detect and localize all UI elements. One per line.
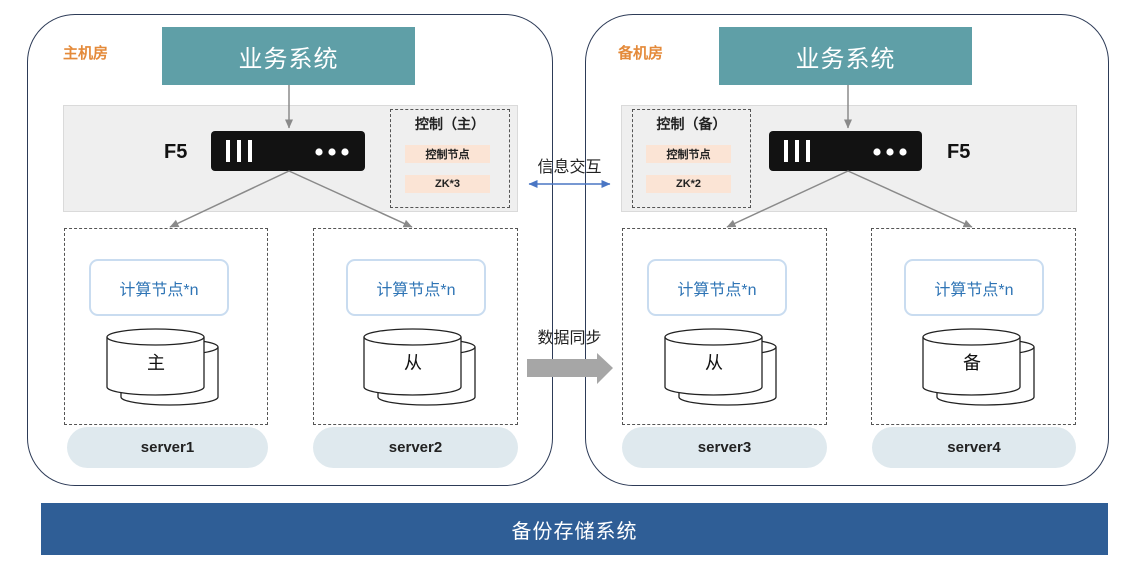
status-dot-icon: [899, 148, 907, 156]
data-sync-label: 数据同步: [537, 330, 602, 347]
arrow-f5-to-server3: [726, 170, 849, 228]
main-business-system: 业务系统: [162, 27, 415, 85]
port-bar-icon: [806, 140, 810, 162]
status-dot-icon: [328, 148, 336, 156]
compute-node-box: 计算节点*n: [647, 259, 787, 316]
zk-pill: ZK*3: [405, 175, 490, 193]
status-dot-icon: [886, 148, 894, 156]
port-bar-icon: [226, 140, 230, 162]
server-name-pill: server4: [872, 427, 1076, 468]
main-datacenter: [27, 14, 553, 486]
backup-business-system: 业务系统: [719, 27, 972, 85]
control-title: 控制（主）: [415, 116, 485, 132]
zk-pill: ZK*2: [646, 175, 731, 193]
db-role-label: 主: [147, 353, 165, 373]
control-node-pill: 控制节点: [646, 145, 731, 163]
main-f5-device: [211, 131, 365, 171]
server-group-4: [871, 228, 1076, 425]
status-dot-icon: [315, 148, 323, 156]
backup-storage-bar: 备份存储系统: [41, 503, 1108, 555]
db-role-label: 备: [963, 353, 981, 373]
data-sync-arrow: [527, 353, 613, 384]
load-balancer-icon: [784, 140, 907, 162]
server-group-3: [622, 228, 827, 425]
main-f5-label: F5: [164, 141, 188, 163]
backup-control-panel: 控制（备） 控制节点 ZK*2: [632, 109, 751, 208]
compute-node-box: 计算节点*n: [346, 259, 486, 316]
backup-datacenter: [585, 14, 1109, 486]
server-group-1: [64, 228, 268, 425]
server-name-pill: server1: [67, 427, 268, 468]
db-role-label: 从: [404, 353, 422, 373]
arrow-f5-to-server1: [169, 170, 290, 228]
control-title: 控制（备）: [656, 116, 727, 132]
server-name-pill: server3: [622, 427, 827, 468]
control-node-pill: 控制节点: [405, 145, 490, 163]
backup-f5-device: [769, 131, 922, 171]
port-bar-icon: [795, 140, 799, 162]
arrow-f5-to-server2: [288, 170, 413, 228]
db-role-label: 从: [705, 353, 723, 373]
info-exchange-label: 信息交互: [537, 159, 602, 176]
compute-node-box: 计算节点*n: [89, 259, 229, 316]
server-name-pill: server2: [313, 427, 518, 468]
status-dot-icon: [341, 148, 349, 156]
load-balancer-icon: [226, 140, 349, 162]
compute-node-box: 计算节点*n: [904, 259, 1044, 316]
main-control-panel: 控制（主） 控制节点 ZK*3: [390, 109, 510, 208]
port-bar-icon: [784, 140, 788, 162]
backup-room-label: 备机房: [618, 45, 664, 62]
port-bar-icon: [248, 140, 252, 162]
arrow-f5-to-server4: [847, 170, 973, 228]
status-dot-icon: [873, 148, 881, 156]
port-bar-icon: [237, 140, 241, 162]
server-group-2: [313, 228, 518, 425]
backup-f5-label: F5: [947, 141, 971, 163]
main-room-label: 主机房: [63, 45, 109, 62]
